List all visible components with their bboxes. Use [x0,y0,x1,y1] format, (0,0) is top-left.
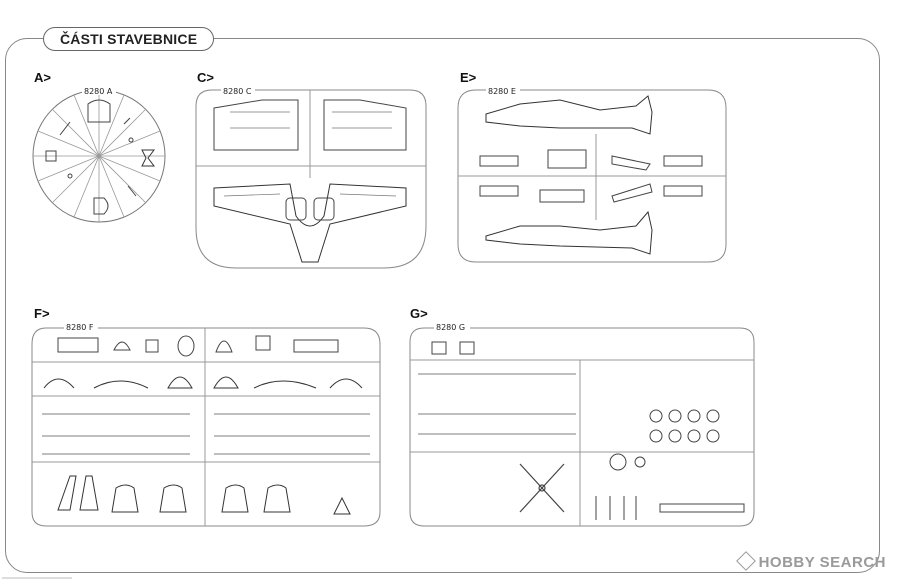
page-title: ČÁSTI STAVEBNICE [43,27,215,51]
sprue-code-e: 8280 E [488,87,516,96]
sprue-code-a: 8280 A [84,87,113,96]
sprue-code-f: 8280 F [66,323,94,332]
sprue-f [31,327,381,527]
section-label-g: G> [410,306,428,321]
watermark-text: HOBBY SEARCH [758,554,886,571]
section-label-e: E> [460,70,477,85]
watermark: HOBBY SEARCH [735,551,886,571]
parts-frame [5,38,880,573]
section-label-f: F> [34,306,50,321]
sprue-code-g: 8280 G [436,323,465,332]
sprue-a [32,89,166,223]
sprue-c [195,89,427,269]
sprue-code-c: 8280 C [223,87,252,96]
sprue-e [457,89,727,263]
section-label-a: A> [34,70,51,85]
footer-divider [2,577,72,579]
diamond-logo-icon [735,551,756,571]
section-label-c: C> [197,70,214,85]
sprue-g [409,327,755,527]
